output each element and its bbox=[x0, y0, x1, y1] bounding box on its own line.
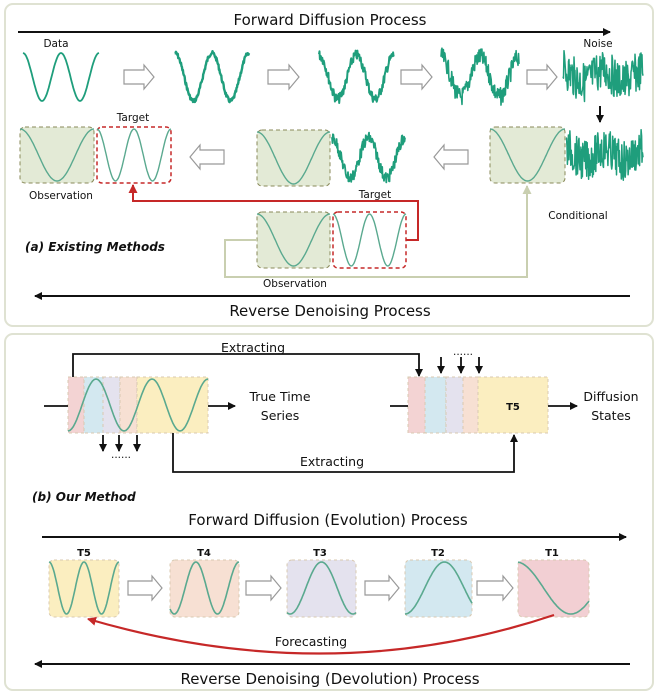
step-wave-t5 bbox=[48, 561, 120, 615]
extract-down-arrows bbox=[99, 435, 141, 452]
step-box-t3 bbox=[286, 559, 357, 618]
dots-right: ...... bbox=[453, 346, 473, 358]
true-series-label-2: Series bbox=[261, 408, 299, 423]
step-box-t1 bbox=[517, 559, 590, 618]
observation-box-mid bbox=[256, 129, 331, 187]
segment-5 bbox=[477, 376, 549, 434]
dots-left: ...... bbox=[111, 449, 131, 461]
forward-evolution-title: Forward Diffusion (Evolution) Process bbox=[188, 511, 468, 529]
segment-4 bbox=[462, 376, 479, 434]
block-arrow-right bbox=[123, 63, 155, 91]
block-arrow-right bbox=[400, 63, 433, 91]
extracting-bottom-arrow bbox=[172, 433, 518, 473]
target-sine-left bbox=[96, 128, 172, 182]
block-arrow-right bbox=[127, 574, 163, 602]
target-sine-bottom bbox=[332, 213, 407, 267]
segment-2 bbox=[424, 376, 447, 434]
existing-methods-caption: (a) Existing Methods bbox=[25, 240, 165, 254]
segment-2 bbox=[83, 376, 104, 434]
observation-label-bottom: Observation bbox=[263, 278, 327, 290]
step-label-t2: T2 bbox=[431, 548, 445, 559]
observation-sine-right bbox=[489, 128, 566, 182]
target-feedback-arrow bbox=[128, 184, 419, 241]
step-label-t3: T3 bbox=[313, 548, 327, 559]
conditional-label: Conditional bbox=[548, 210, 607, 222]
data-label: Data bbox=[43, 38, 68, 50]
noisy-wave-1 bbox=[174, 50, 251, 104]
segment-1 bbox=[407, 376, 426, 434]
block-arrow-left bbox=[189, 143, 225, 171]
step-wave-t2 bbox=[404, 561, 473, 615]
noise-label: Noise bbox=[583, 38, 612, 50]
forecasting-label: Forecasting bbox=[275, 634, 347, 649]
target-label-mid: Target bbox=[358, 189, 391, 201]
diffusion-states-box bbox=[407, 376, 549, 434]
block-arrow-right bbox=[267, 63, 300, 91]
true-series-label-1: True Time bbox=[248, 389, 310, 404]
true-series-box bbox=[67, 376, 209, 434]
step-wave-t3 bbox=[286, 561, 357, 615]
observation-box-bottom bbox=[256, 211, 331, 269]
extracting-top-label: Extracting bbox=[221, 340, 285, 355]
target-box-bottom bbox=[332, 211, 407, 269]
step-label-t4: T4 bbox=[197, 548, 211, 559]
diffusion-states-label-2: States bbox=[591, 408, 631, 423]
partially-denoised-wave bbox=[331, 131, 406, 184]
extracting-bottom-label: Extracting bbox=[300, 454, 364, 469]
block-arrow-left bbox=[433, 143, 469, 171]
observation-sine-mid bbox=[256, 131, 331, 185]
segment-3 bbox=[445, 376, 464, 434]
block-arrow-right bbox=[526, 63, 558, 91]
step-box-t4 bbox=[169, 559, 240, 618]
noisy-wave-2 bbox=[318, 49, 395, 104]
step-label-t1: T1 bbox=[545, 548, 559, 559]
clean-data-wave bbox=[22, 52, 100, 102]
our-method-caption: (b) Our Method bbox=[32, 490, 136, 504]
segment-5 bbox=[136, 376, 209, 434]
observation-box-left bbox=[19, 126, 95, 184]
step-box-t2 bbox=[404, 559, 473, 618]
observation-sine-left bbox=[19, 128, 95, 182]
noise-target-wave bbox=[565, 128, 644, 181]
forecasting-arrow bbox=[87, 613, 555, 655]
target-box-left bbox=[96, 126, 172, 184]
diffusion-states-label-1: Diffusion bbox=[583, 389, 638, 404]
noisy-wave-3 bbox=[440, 47, 520, 106]
reverse-devolution-title: Reverse Denoising (Devolution) Process bbox=[180, 670, 479, 688]
observation-label-left: Observation bbox=[29, 190, 93, 202]
step-box-t5 bbox=[48, 559, 120, 618]
pure-noise-wave bbox=[562, 49, 644, 103]
observation-sine-bottom bbox=[256, 213, 331, 267]
block-arrow-right bbox=[364, 574, 400, 602]
inject-down-arrows bbox=[437, 357, 483, 374]
forward-diffusion-title: Forward Diffusion Process bbox=[234, 11, 427, 29]
segment-4 bbox=[119, 376, 138, 434]
true-series-wave bbox=[67, 378, 209, 432]
target-label-left: Target bbox=[116, 112, 149, 124]
extracting-top-arrow bbox=[72, 353, 423, 377]
block-arrow-right bbox=[245, 574, 282, 602]
step-wave-t1 bbox=[517, 561, 590, 615]
observation-box-right bbox=[489, 126, 566, 184]
conditional-arrow bbox=[224, 185, 532, 278]
step-label-t5: T5 bbox=[77, 548, 91, 559]
step-wave-t4 bbox=[169, 561, 240, 615]
block-arrow-right bbox=[476, 574, 514, 602]
state-box-label: T5 bbox=[506, 402, 520, 413]
reverse-denoising-title: Reverse Denoising Process bbox=[229, 302, 431, 320]
